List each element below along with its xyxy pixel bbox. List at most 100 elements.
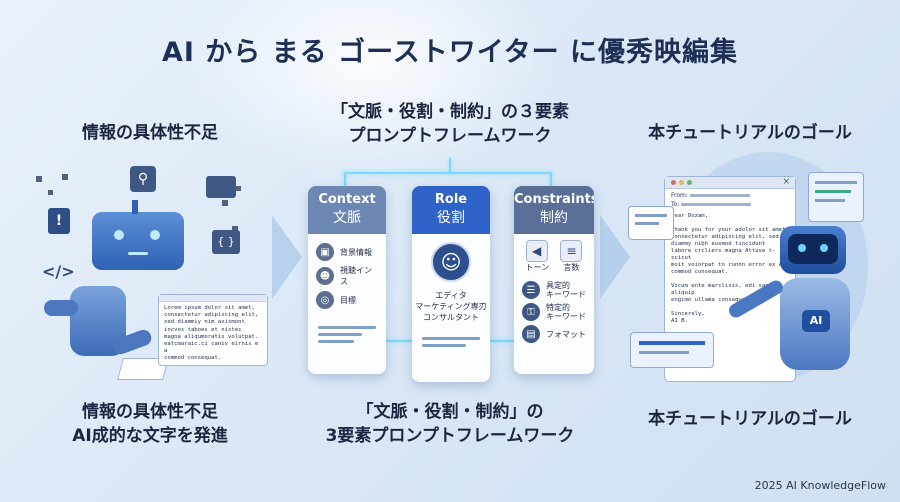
document-icon: ≡	[560, 240, 583, 262]
text-line-placeholder	[318, 340, 354, 343]
target-icon: ◎	[316, 291, 334, 309]
side-card-top	[808, 172, 864, 222]
person-avatar-icon: ☺	[431, 242, 471, 282]
arrow-left-to-center	[272, 215, 302, 299]
constraint-item-label: フォマット	[546, 329, 586, 339]
role-description: エディタ マーケティング専刃 コンサルタント	[412, 290, 490, 323]
text-line-placeholder	[318, 333, 362, 336]
background-glow	[180, 0, 560, 180]
people-icon: ☻	[316, 267, 334, 285]
chat-bubble-left	[628, 206, 674, 240]
text-line-placeholder	[635, 214, 667, 217]
right-heading-bottom: 本チュートリアルのゴール	[648, 409, 852, 429]
ai-badge: AI	[802, 310, 830, 332]
context-item: ▣ 背景情報	[308, 240, 386, 264]
role-title-jp: 役割	[437, 210, 465, 226]
tone-item: ◀ トーン	[525, 240, 550, 273]
close-icon[interactable]: ×	[782, 177, 790, 187]
window-dot-green	[687, 180, 692, 185]
chat-bubble-bottom	[630, 332, 714, 368]
constraint-item: ☰ 具定的 キーワード	[514, 279, 594, 301]
center-heading-top-line2: プロンプトフレームワーク	[348, 126, 552, 146]
doc-text: Lorem ipsum dolor sit amet, consectetur …	[164, 305, 259, 362]
center-heading-bottom: 「文脈・役割・制約」の 3要素プロンプトフレームワーク	[310, 400, 590, 448]
robot-antenna	[132, 200, 138, 214]
pixel-bit	[236, 186, 241, 191]
email-from-value	[689, 194, 750, 197]
code-icon: </>	[42, 262, 75, 281]
connector-top	[344, 172, 552, 174]
email-titlebar: ×	[665, 177, 795, 189]
email-to-label: To:	[671, 201, 680, 208]
text-line-placeholder	[422, 337, 480, 340]
text-line-placeholder	[815, 181, 857, 184]
context-item-label: 視聴インス	[340, 266, 372, 286]
email-header: From: To:	[665, 189, 795, 211]
email-to-value	[681, 203, 752, 206]
robot-eye-left	[798, 244, 806, 252]
robot-face-screen	[788, 234, 838, 264]
role-desc-line: エディタ	[435, 291, 467, 300]
arrow-center-to-right	[600, 215, 630, 299]
connector-center-stem	[449, 158, 451, 174]
context-panel: Context 文脈 ▣ 背景情報 ☻ 視聴インス ◎ 目標	[308, 186, 386, 374]
tone-label: トーン	[525, 263, 550, 272]
alert-icon: !	[48, 208, 70, 234]
robot-mouth	[128, 252, 148, 255]
center-heading-top-line1: 「文脈・役割・制約」の３要素	[331, 102, 569, 122]
role-panel-body: ☺ エディタ マーケティング専刃 コンサルタント	[412, 234, 490, 382]
text-line-placeholder	[635, 222, 659, 225]
left-heading-bottom: 情報の具体性不足 AI成的な文字を発進	[40, 400, 260, 448]
text-line-placeholder	[815, 199, 845, 202]
list-icon: ☰	[522, 281, 540, 299]
email-from-label: From:	[671, 192, 688, 199]
context-item-label: 目標	[340, 295, 356, 305]
constraint-item-label: 特定的 キーワード	[546, 303, 586, 321]
role-panel: Role 役割 ☺ エディタ マーケティング専刃 コンサルタント	[412, 186, 490, 382]
footer-credit: 2025 AI KnowledgeFlow	[754, 479, 886, 492]
connector-context-role	[386, 340, 414, 342]
right-heading-top: 本チュートリアルのゴール	[648, 123, 852, 143]
ai-robot-body: AI	[780, 278, 850, 370]
context-panel-header: Context 文脈	[308, 186, 386, 234]
window-dot-red	[671, 180, 676, 185]
role-panel-header: Role 役割	[412, 186, 490, 234]
email-to-row: To:	[671, 201, 789, 208]
left-heading-top: 情報の具体性不足	[82, 123, 218, 143]
text-line-placeholder	[318, 326, 376, 329]
robot-eye-right	[820, 244, 828, 252]
pixel-bit	[48, 190, 53, 195]
constraint-item: ⚿ 特定的 キーワード	[514, 301, 594, 323]
robot-head	[92, 212, 184, 270]
pixel-bit	[232, 226, 238, 232]
generic-text-document: Lorem ipsum dolor sit amet, consectetur …	[158, 294, 268, 366]
text-line-placeholder	[815, 190, 851, 193]
text-line-placeholder	[639, 341, 705, 345]
connector-left-drop	[344, 172, 346, 188]
email-body: Dear Dozam, Thank you for your adolor si…	[671, 213, 789, 324]
context-item: ◎ 目標	[308, 288, 386, 312]
role-title-en: Role	[434, 192, 468, 207]
constraints-title-jp: 制約	[540, 210, 568, 226]
constraints-panel: Constraints 制約 ◀ トーン ≡ 言数 ☰ 具定的 キーワード ⚿ …	[514, 186, 594, 374]
ai-robot-head	[780, 226, 846, 274]
text-line-placeholder	[422, 344, 466, 347]
context-title-en: Context	[318, 192, 376, 207]
connector-role-constraints	[490, 340, 514, 342]
pixel-bit	[36, 176, 42, 182]
left-heading-bottom-line1: 情報の具体性不足	[82, 402, 218, 422]
page-title: AI から まる ゴーストワイター に優秀映編集	[161, 37, 739, 68]
email-window: × From: To: Dear Dozam, Thank you for yo…	[664, 176, 796, 382]
context-title-jp: 文脈	[333, 210, 361, 226]
constraints-panel-header: Constraints 制約	[514, 186, 594, 234]
megaphone-icon: ◀	[525, 240, 548, 262]
constraint-item-label: 具定的 キーワード	[546, 281, 586, 299]
pixel-bit	[222, 200, 228, 206]
text-line-placeholder	[639, 351, 689, 354]
robot-arm	[44, 300, 78, 316]
left-heading-bottom-line2: AI成的な文字を発進	[72, 426, 228, 446]
center-heading-bottom-line2: 3要素プロンプトフレームワーク	[325, 426, 575, 446]
context-panel-body: ▣ 背景情報 ☻ 視聴インス ◎ 目標	[308, 234, 386, 374]
braces-icon: { }	[212, 230, 240, 254]
chat-icon	[206, 176, 236, 198]
